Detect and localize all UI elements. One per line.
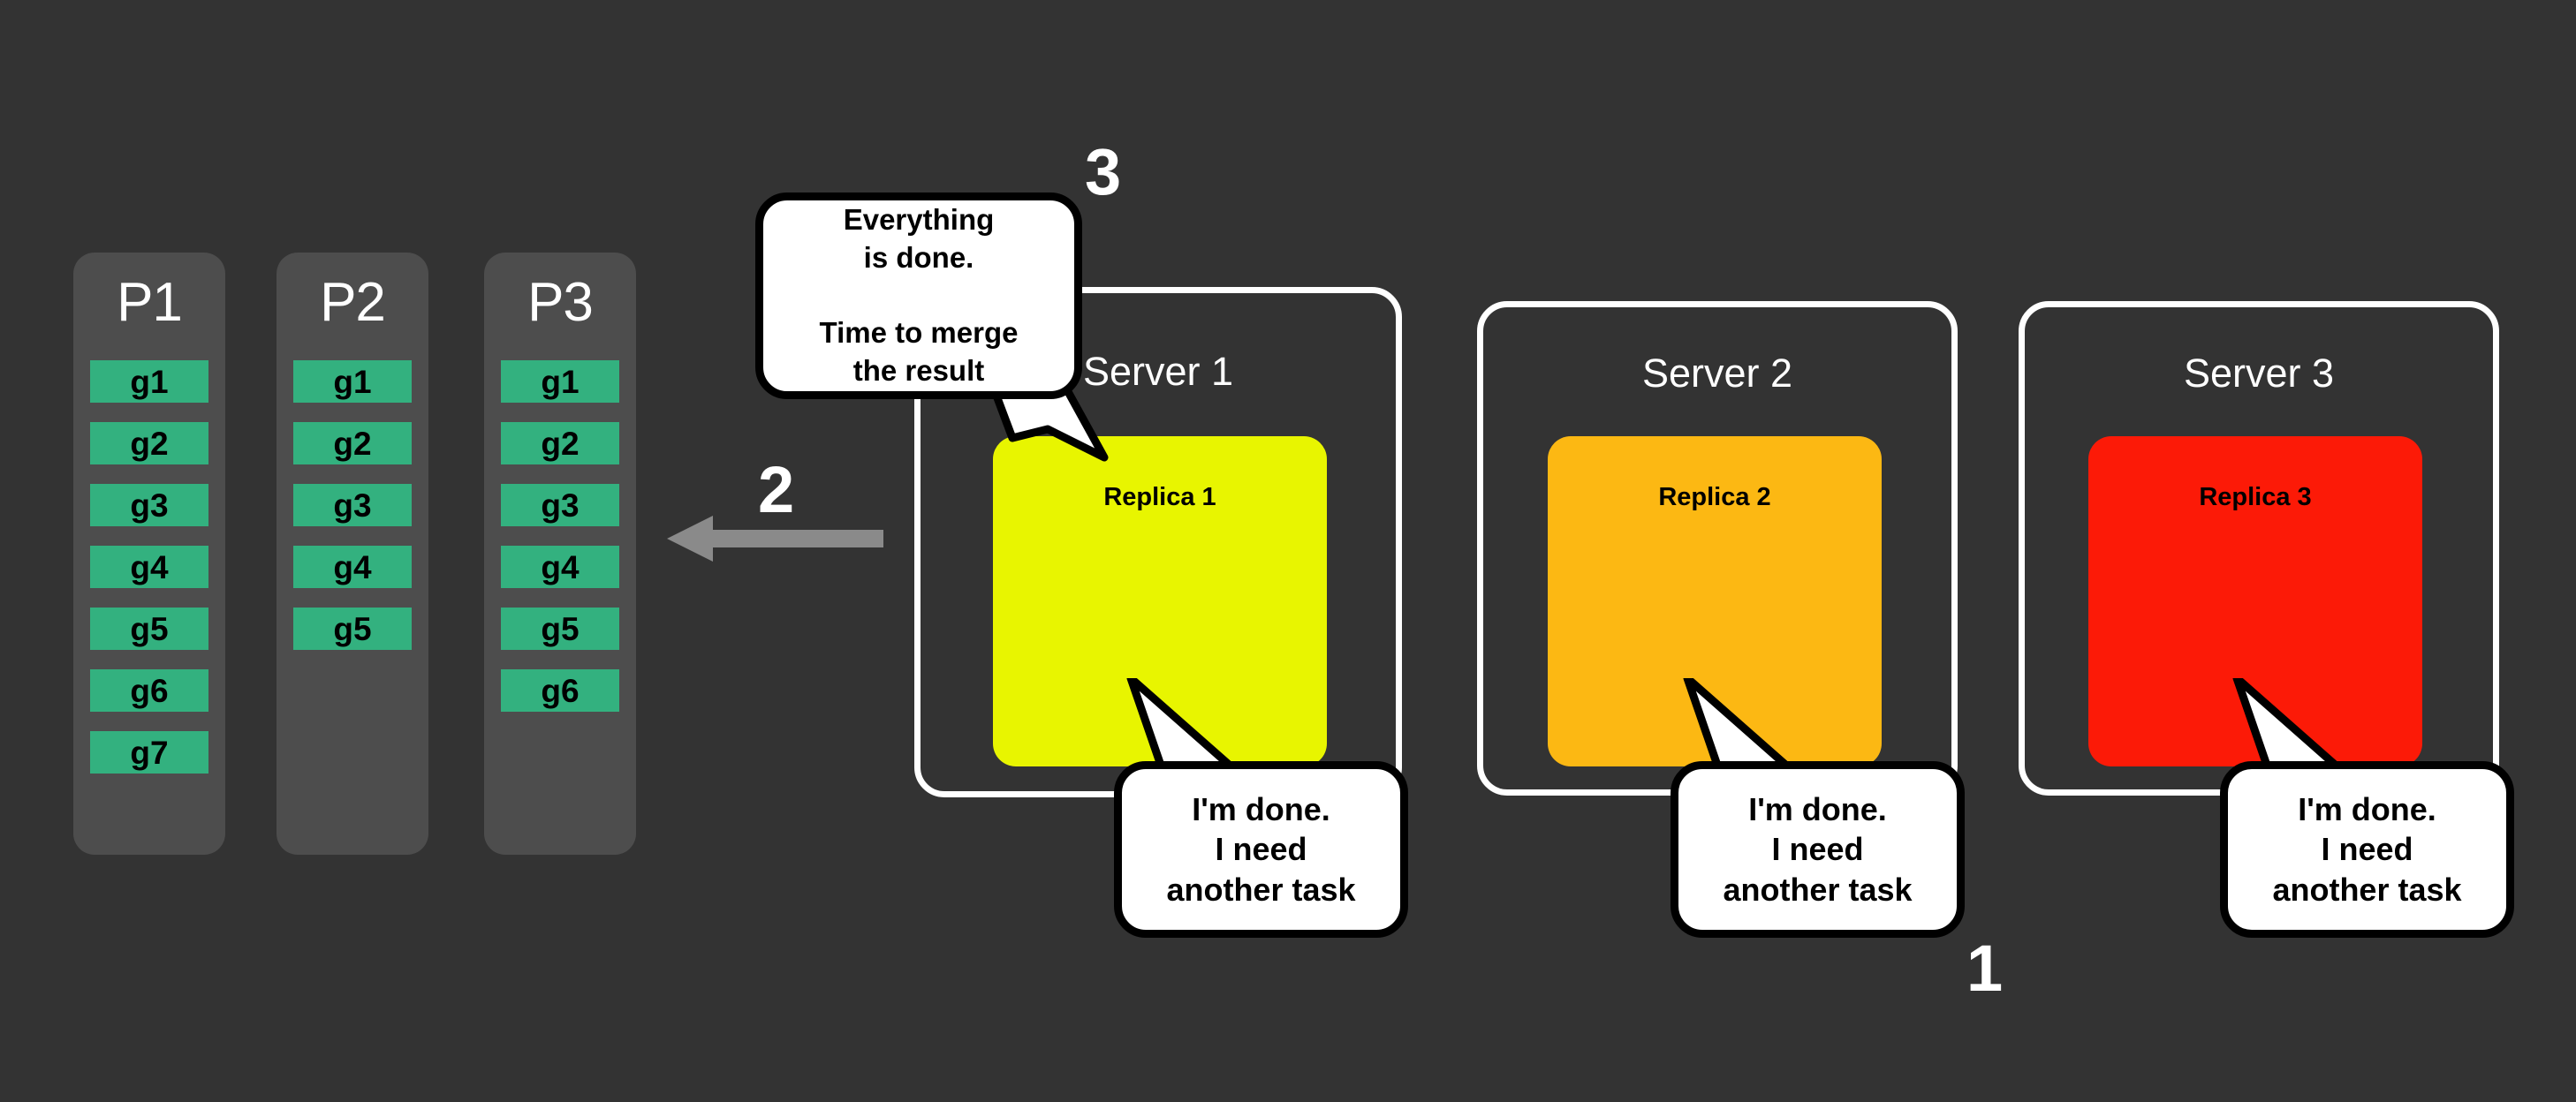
task-block: g6 xyxy=(501,669,619,712)
partition-title: P3 xyxy=(527,272,594,333)
replica-label-1: Replica 1 xyxy=(1103,483,1216,511)
replica-label-2: Replica 2 xyxy=(1658,483,1771,511)
task-block: g4 xyxy=(293,546,412,588)
merge-arrow xyxy=(667,512,883,565)
task-block: g4 xyxy=(90,546,208,588)
task-block: g5 xyxy=(501,608,619,650)
task-block: g7 xyxy=(90,731,208,774)
arrow-left-icon xyxy=(667,516,883,562)
task-block: g3 xyxy=(90,484,208,526)
partition-column-p3: P3 g1 g2 g3 g4 g5 g6 xyxy=(484,253,636,855)
speech-bubble-done-2-text: I'm done. I need another task xyxy=(1723,790,1913,908)
speech-bubble-done-2: I'm done. I need another task xyxy=(1671,761,1965,938)
speech-bubble-done-1: I'm done. I need another task xyxy=(1114,761,1408,938)
task-block: g1 xyxy=(293,360,412,403)
task-block: g3 xyxy=(501,484,619,526)
task-block: g3 xyxy=(293,484,412,526)
task-block: g1 xyxy=(501,360,619,403)
task-block: g5 xyxy=(293,608,412,650)
task-block: g5 xyxy=(90,608,208,650)
replica-label-3: Replica 3 xyxy=(2199,483,2312,511)
task-block: g2 xyxy=(293,422,412,464)
speech-bubble-merge-text: Everything is done. Time to merge the re… xyxy=(819,202,1019,388)
server-title-3: Server 3 xyxy=(2183,351,2335,396)
speech-bubble-done-3: I'm done. I need another task xyxy=(2220,761,2514,938)
task-block: g1 xyxy=(90,360,208,403)
partition-title: P1 xyxy=(117,272,183,333)
partition-column-p1: P1 g1 g2 g3 g4 g5 g6 g7 xyxy=(73,253,225,855)
speech-bubble-merge: Everything is done. Time to merge the re… xyxy=(755,192,1082,399)
task-block: g6 xyxy=(90,669,208,712)
task-block: g2 xyxy=(90,422,208,464)
step-number-three: 3 xyxy=(1085,135,1122,208)
server-title-2: Server 2 xyxy=(1641,351,1793,396)
task-block: g2 xyxy=(501,422,619,464)
task-block: g4 xyxy=(501,546,619,588)
speech-bubble-done-1-text: I'm done. I need another task xyxy=(1166,790,1356,908)
speech-bubble-done-3-text: I'm done. I need another task xyxy=(2272,790,2462,908)
step-number-two: 2 xyxy=(758,453,795,526)
step-number-one: 1 xyxy=(1966,932,2004,1005)
partition-column-p2: P2 g1 g2 g3 g4 g5 xyxy=(277,253,428,855)
partition-title: P2 xyxy=(320,272,386,333)
